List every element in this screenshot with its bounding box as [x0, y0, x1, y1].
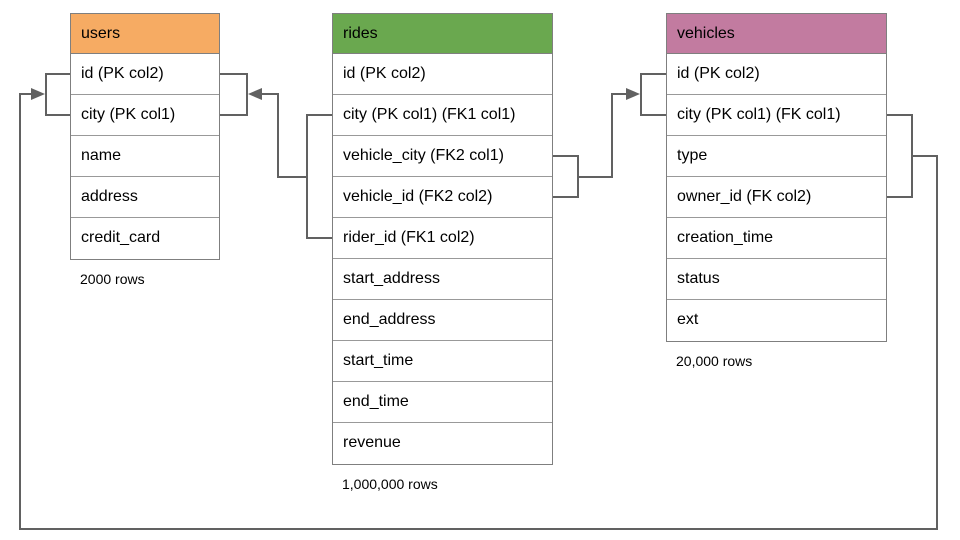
table-row: start_time: [333, 341, 552, 382]
table-row: end_time: [333, 382, 552, 423]
fk1-rides-bracket: [306, 114, 332, 239]
table-row: vehicle_city (FK2 col1): [333, 136, 552, 177]
arrowhead-left-icon: [248, 88, 262, 100]
table-row: ext: [667, 300, 886, 341]
fk2-connector-line: [578, 93, 628, 178]
fk-connector-line: [19, 93, 938, 530]
table-rides-rowcount: 1,000,000 rows: [342, 476, 438, 492]
table-row: name: [71, 136, 219, 177]
table-row: revenue: [333, 423, 552, 464]
fk-connector-vehicles-users: [19, 73, 938, 530]
table-row: city (PK col1) (FK col1): [667, 95, 886, 136]
arrowhead-right-icon: [626, 88, 640, 100]
table-vehicles-rowcount: 20,000 rows: [676, 353, 753, 369]
table-rides: rides id (PK col2)city (PK col1) (FK1 co…: [332, 13, 553, 492]
table-users-rowcount: 2000 rows: [80, 271, 145, 287]
table-row: end_address: [333, 300, 552, 341]
arrowhead-right-icon: [31, 88, 45, 100]
fk2-vehicles-pk-bracket: [640, 73, 666, 116]
table-row: id (PK col2): [333, 54, 552, 95]
table-row: address: [71, 177, 219, 218]
fk1-users-pk-bracket: [220, 73, 248, 116]
fk2-connector-rides-vehicles: [553, 73, 666, 198]
table-row: owner_id (FK col2): [667, 177, 886, 218]
table-row: status: [667, 259, 886, 300]
fk1-connector-line: [261, 93, 307, 178]
table-row: creation_time: [667, 218, 886, 259]
fk1-connector-rides-users: [220, 73, 332, 239]
table-vehicles-rows: id (PK col2)city (PK col1) (FK col1)type…: [667, 54, 886, 341]
fk2-rides-bracket: [553, 155, 579, 198]
table-vehicles-header: vehicles: [667, 14, 886, 54]
table-row: start_address: [333, 259, 552, 300]
table-vehicles: vehicles id (PK col2)city (PK col1) (FK …: [666, 13, 887, 369]
table-row: id (PK col2): [667, 54, 886, 95]
table-users-header: users: [71, 14, 219, 54]
fk-users-pk-bracket: [45, 73, 70, 116]
table-row: city (PK col1) (FK1 col1): [333, 95, 552, 136]
table-row: id (PK col2): [71, 54, 219, 95]
table-rides-rows: id (PK col2)city (PK col1) (FK1 col1)veh…: [333, 54, 552, 464]
fk-vehicles-bracket: [887, 114, 913, 198]
table-rides-header: rides: [333, 14, 552, 54]
table-row: city (PK col1): [71, 95, 219, 136]
table-row: credit_card: [71, 218, 219, 259]
table-row: rider_id (FK1 col2): [333, 218, 552, 259]
table-row: vehicle_id (FK2 col2): [333, 177, 552, 218]
table-row: type: [667, 136, 886, 177]
